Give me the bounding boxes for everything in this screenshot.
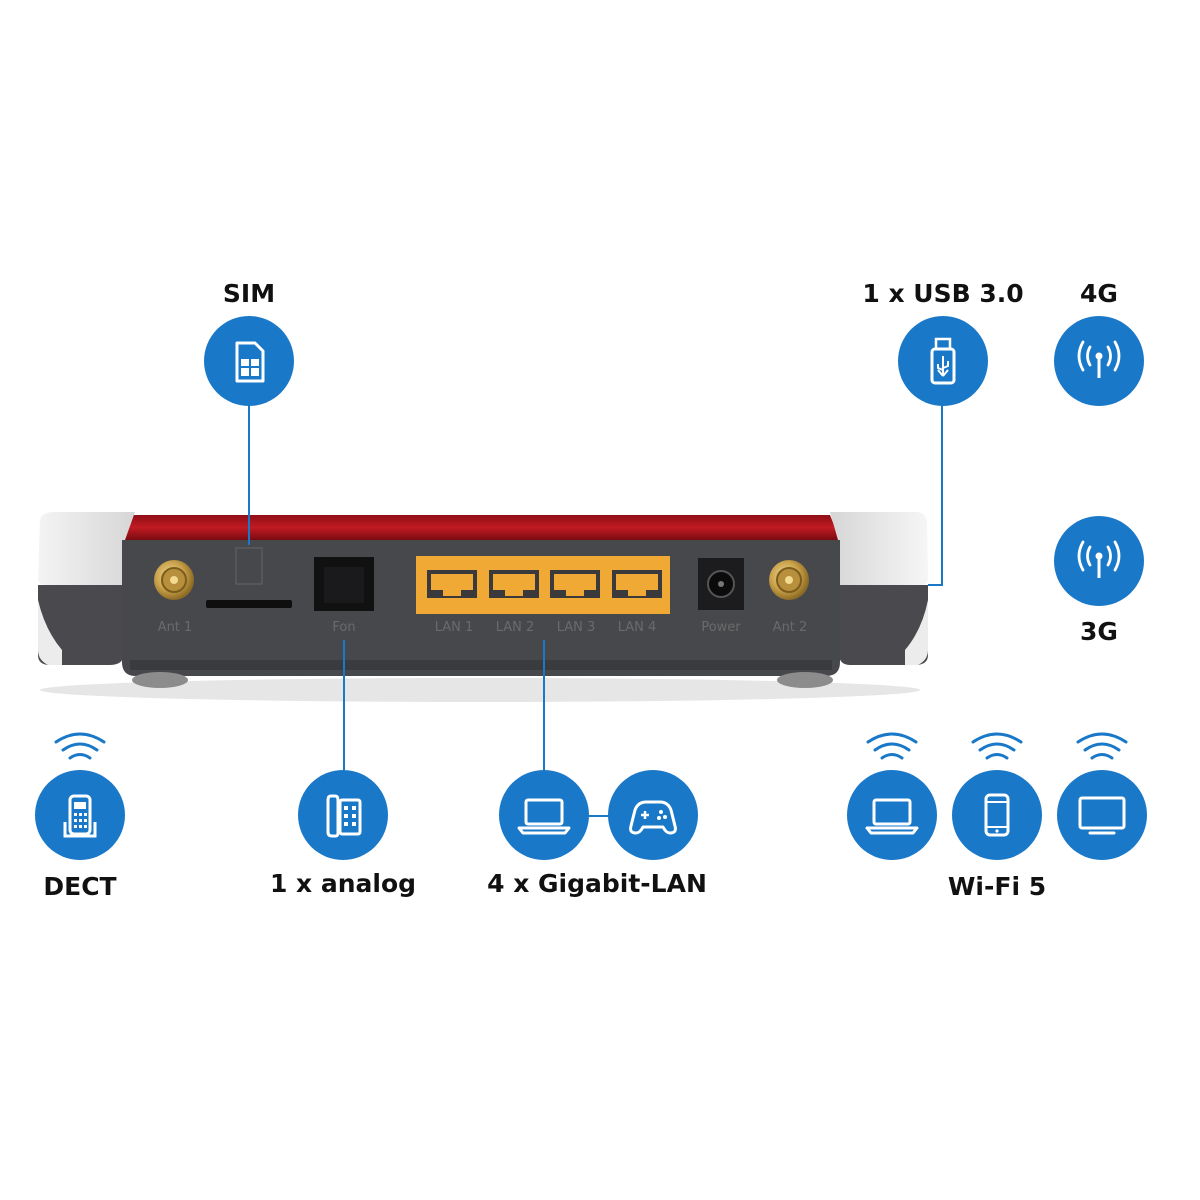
usb-connector-line — [941, 405, 943, 586]
antenna-signal-icon — [1054, 516, 1144, 606]
4g-label: 4G — [1080, 279, 1118, 308]
dect-label: DECT — [43, 872, 117, 901]
sim-card-icon — [204, 316, 294, 406]
3g-label: 3G — [1080, 617, 1118, 646]
desk-phone-icon — [298, 770, 388, 860]
fon-connector-line — [343, 640, 345, 770]
laptop-icon — [847, 770, 937, 860]
antenna-signal-icon — [1054, 316, 1144, 406]
port-label-fon: Fon — [332, 620, 355, 635]
port-label-lan1: LAN 1 — [435, 620, 474, 635]
usb-connector-hook — [928, 584, 943, 586]
wifi-label: Wi-Fi 5 — [947, 872, 1047, 901]
port-label-ant2: Ant 2 — [773, 620, 808, 635]
lan-devices-link — [588, 815, 610, 817]
laptop-icon — [499, 770, 589, 860]
gamepad-icon — [608, 770, 698, 860]
port-label-ant1: Ant 1 — [158, 620, 193, 635]
port-label-lan3: LAN 3 — [557, 620, 596, 635]
usb-label: 1 x USB 3.0 — [862, 279, 1024, 308]
port-label-power: Power — [701, 620, 741, 635]
sim-label: SIM — [222, 279, 276, 308]
wireless-waves-icon — [866, 732, 918, 760]
sim-connector-line — [248, 405, 250, 545]
lan-label: 4 x Gigabit-LAN — [487, 869, 707, 898]
wireless-waves-icon — [1076, 732, 1128, 760]
smartphone-icon — [952, 770, 1042, 860]
lan-connector-line — [543, 640, 545, 770]
port-label-lan2: LAN 2 — [496, 620, 535, 635]
wireless-waves-icon — [54, 732, 106, 760]
monitor-icon — [1057, 770, 1147, 860]
usb-stick-icon — [898, 316, 988, 406]
port-label-lan4: LAN 4 — [618, 620, 657, 635]
cordless-phone-icon — [35, 770, 125, 860]
analog-label: 1 x analog — [269, 869, 417, 898]
wireless-waves-icon — [971, 732, 1023, 760]
